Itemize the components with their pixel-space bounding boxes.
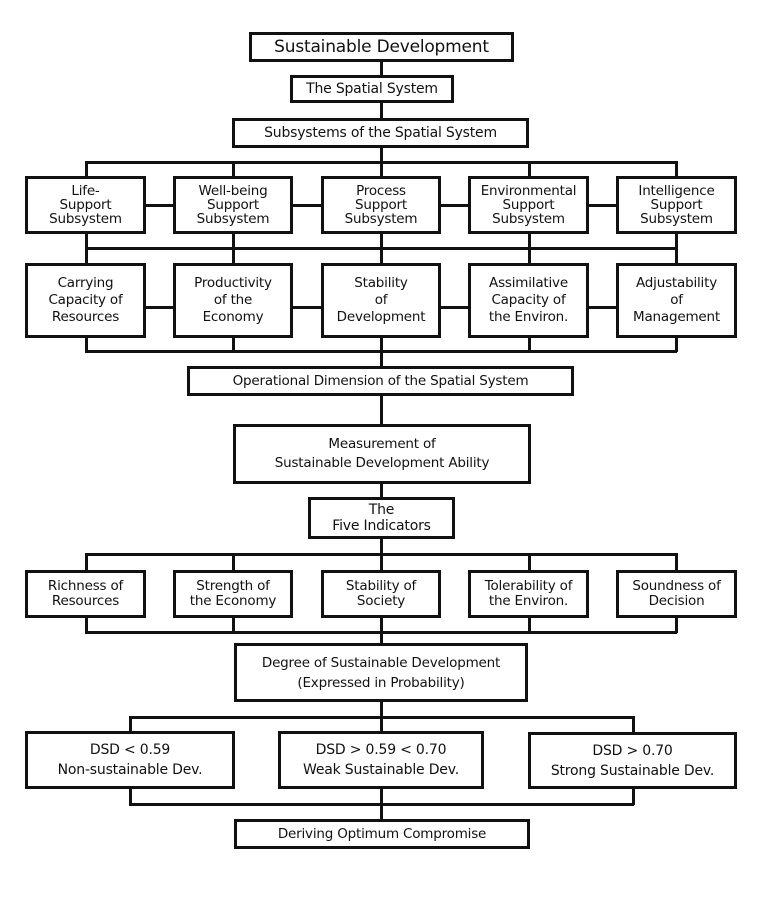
connector xyxy=(675,161,678,177)
connector xyxy=(675,233,678,264)
connector xyxy=(632,716,635,732)
connector xyxy=(85,617,88,633)
node-sustainable-development: Sustainable Development xyxy=(249,32,514,62)
node-indicator-strength: Strength of the Economy xyxy=(173,570,293,618)
node-indicator-soundness: Soundness of Decision xyxy=(616,570,737,618)
connector xyxy=(632,788,635,805)
connector xyxy=(440,204,468,207)
connector xyxy=(145,204,173,207)
connector xyxy=(380,337,383,367)
connector xyxy=(380,395,383,425)
node-stability-development: Stability of Development xyxy=(321,263,441,338)
connector xyxy=(145,306,173,309)
node-operational-dimension: Operational Dimension of the Spatial Sys… xyxy=(187,366,574,396)
connector xyxy=(528,617,531,633)
connector xyxy=(292,204,321,207)
connector xyxy=(380,483,383,498)
connector xyxy=(232,337,235,352)
connector xyxy=(232,233,235,264)
connector xyxy=(380,161,383,177)
node-subsystem-intelligence: Intelligence Support Subsystem xyxy=(616,176,737,234)
connector xyxy=(232,553,235,571)
connector xyxy=(85,337,88,352)
node-five-indicators: The Five Indicators xyxy=(308,497,455,539)
connector xyxy=(292,306,321,309)
node-subsystem-process: Process Support Subsystem xyxy=(321,176,441,234)
connector xyxy=(85,161,88,177)
connector xyxy=(380,233,383,264)
connector-bus xyxy=(129,716,634,719)
node-subsystems-header: Subsystems of the Spatial System xyxy=(232,118,529,148)
node-degree-sustainable-development: Degree of Sustainable Development (Expre… xyxy=(234,643,528,702)
node-assimilative-capacity: Assimilative Capacity of the Environ. xyxy=(468,263,589,338)
node-measurement: Measurement of Sustainable Development A… xyxy=(233,424,531,484)
connector xyxy=(380,553,383,571)
connector xyxy=(528,233,531,264)
connector xyxy=(232,617,235,633)
connector xyxy=(675,553,678,571)
connector xyxy=(675,617,678,633)
connector xyxy=(588,306,616,309)
node-indicator-stability: Stability of Society xyxy=(321,570,441,618)
node-indicator-richness: Richness of Resources xyxy=(25,570,146,618)
connector xyxy=(380,538,383,554)
node-subsystem-environmental: Environmental Support Subsystem xyxy=(468,176,589,234)
connector xyxy=(129,788,132,805)
node-outcome-non-sustainable: DSD < 0.59 Non-sustainable Dev. xyxy=(25,731,235,789)
connector xyxy=(232,161,235,177)
node-indicator-tolerability: Tolerability of the Environ. xyxy=(468,570,589,618)
node-adjustability-management: Adjustability of Management xyxy=(616,263,737,338)
connector xyxy=(380,617,383,644)
connector xyxy=(528,161,531,177)
node-deriving-optimum-compromise: Deriving Optimum Compromise xyxy=(234,819,530,849)
connector xyxy=(380,102,383,118)
node-outcome-weak-sustainable: DSD > 0.59 < 0.70 Weak Sustainable Dev. xyxy=(278,731,484,789)
connector xyxy=(85,553,88,571)
connector xyxy=(675,337,678,352)
connector xyxy=(380,147,383,163)
connector xyxy=(528,553,531,571)
node-subsystem-life-support: Life- Support Subsystem xyxy=(25,176,146,234)
connector xyxy=(85,233,88,264)
connector xyxy=(440,306,468,309)
node-spatial-system: The Spatial System xyxy=(290,75,454,103)
node-subsystem-well-being: Well-being Support Subsystem xyxy=(173,176,293,234)
connector xyxy=(588,204,616,207)
connector xyxy=(380,788,383,820)
node-productivity-economy: Productivity of the Economy xyxy=(173,263,293,338)
connector xyxy=(380,61,383,75)
node-outcome-strong-sustainable: DSD > 0.70 Strong Sustainable Dev. xyxy=(528,732,737,789)
connector xyxy=(528,337,531,352)
connector xyxy=(129,716,132,732)
node-carrying-capacity: Carrying Capacity of Resources xyxy=(25,263,146,338)
